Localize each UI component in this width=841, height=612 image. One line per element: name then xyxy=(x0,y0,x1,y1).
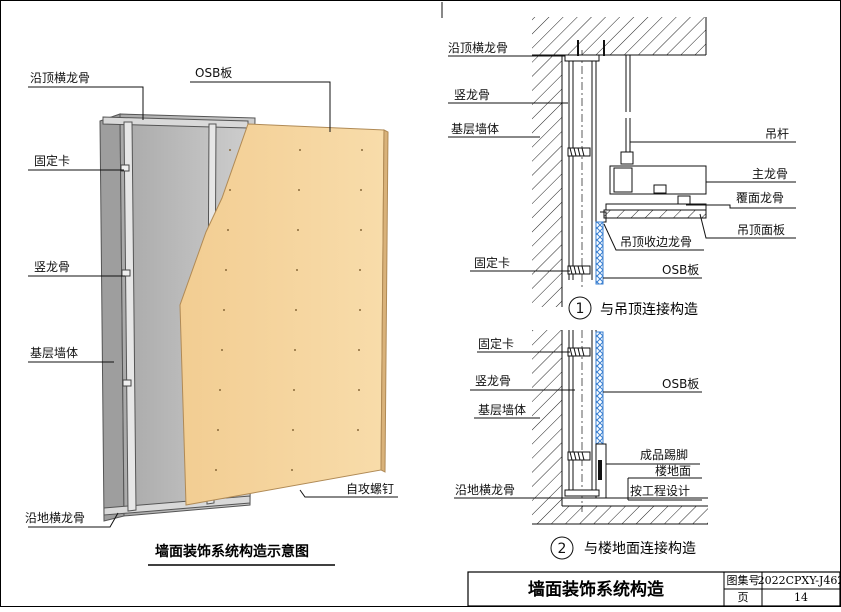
label-top-track: 沿顶横龙骨 xyxy=(30,71,90,85)
page-number: 14 xyxy=(794,591,808,604)
d1-label-clip: 固定卡 xyxy=(474,255,510,270)
d1-label-base-wall: 基层墙体 xyxy=(451,122,499,136)
ceiling-connection-detail: 沿顶横龙骨 竖龙骨 基层墙体 吊杆 主龙骨 覆面龙骨 吊顶面板 吊顶收边龙骨 固… xyxy=(448,17,796,320)
screw-dots xyxy=(215,149,363,471)
atlas-number: 2022CPXY-J462 xyxy=(758,574,841,587)
floor-track-section xyxy=(564,489,600,497)
label-stud: 竖龙骨 xyxy=(34,260,70,274)
detail2-number-circle xyxy=(550,536,574,560)
left-caption: 墙面装饰系统构造示意图 xyxy=(155,543,309,560)
floor-slab xyxy=(532,506,708,524)
d1-label-ceiling-panel: 吊顶面板 xyxy=(737,223,785,237)
d2-label-stud: 竖龙骨 xyxy=(475,374,511,388)
d2-label-osb: OSB板 xyxy=(662,377,699,391)
leader-top-track xyxy=(28,86,144,120)
detail1-number: 1 xyxy=(576,301,585,317)
label-screw: 自攻螺钉 xyxy=(346,482,394,496)
osb-section-1 xyxy=(595,221,604,285)
page-label: 页 xyxy=(738,591,749,604)
clip-3 xyxy=(122,379,132,387)
atlas-label: 图集号 xyxy=(727,573,760,587)
hanger-clip xyxy=(620,151,634,165)
leader-floor-track xyxy=(28,512,119,528)
d2-label-floor-surface: 楼地面 xyxy=(655,463,691,478)
d2-label-by-design: 按工程设计 xyxy=(630,483,690,498)
top-track-section xyxy=(564,54,600,62)
leader-screw xyxy=(299,489,398,498)
d2-label-clip: 固定卡 xyxy=(478,336,514,351)
d2-label-base-wall: 基层墙体 xyxy=(478,403,526,417)
label-floor-track: 沿地横龙骨 xyxy=(25,511,85,525)
ceiling-slab xyxy=(532,17,706,55)
title-block-title: 墙面装饰系统构造 xyxy=(528,579,665,600)
base-wall-section-1 xyxy=(532,55,562,307)
ceiling-panel xyxy=(603,209,707,219)
label-clip: 固定卡 xyxy=(34,153,70,168)
wall-system-isometric: 沿顶横龙骨 OSB板 固定卡 竖龙骨 基层墙体 自攻螺钉 沿地横龙骨 墙面装饰系… xyxy=(25,66,398,566)
d1-label-hanger: 吊杆 xyxy=(765,127,789,141)
detail2-number: 2 xyxy=(558,541,567,557)
label-osb: OSB板 xyxy=(195,66,232,80)
d2-label-floor-track: 沿地横龙骨 xyxy=(455,483,515,497)
clip-fastener-4 xyxy=(567,451,591,461)
label-base-wall: 基层墙体 xyxy=(30,346,78,360)
clip-fastener-2 xyxy=(567,265,591,275)
d1-label-osb: OSB板 xyxy=(662,263,699,277)
title-block: 墙面装饰系统构造 图集号 2022CPXY-J462 页 14 xyxy=(467,571,841,607)
floor-connection-detail: 固定卡 竖龙骨 OSB板 基层墙体 成品踢脚 楼地面 按工程设计 沿地横龙骨 2… xyxy=(454,330,708,560)
osb-section-2 xyxy=(595,331,604,445)
clip-1 xyxy=(120,164,130,172)
d1-label-cover-keel: 覆面龙骨 xyxy=(736,191,784,205)
clip-2 xyxy=(121,269,131,277)
detail1-number-circle xyxy=(568,296,592,320)
d1-label-edge-keel: 吊顶收边龙骨 xyxy=(620,235,692,249)
osb-edge xyxy=(380,129,389,473)
detail1-caption: 与吊顶连接构造 xyxy=(600,301,698,318)
d2-label-skirting: 成品踢脚 xyxy=(640,447,688,462)
detail2-caption: 与楼地面连接构造 xyxy=(584,540,696,557)
d1-label-top-track: 沿顶横龙骨 xyxy=(448,41,508,55)
clip-fastener-3 xyxy=(567,347,591,357)
leader-osb xyxy=(190,81,331,132)
clip-fastener-1 xyxy=(567,147,591,157)
d1-label-main-keel: 主龙骨 xyxy=(752,167,788,181)
d1-label-stud: 竖龙骨 xyxy=(454,88,490,102)
